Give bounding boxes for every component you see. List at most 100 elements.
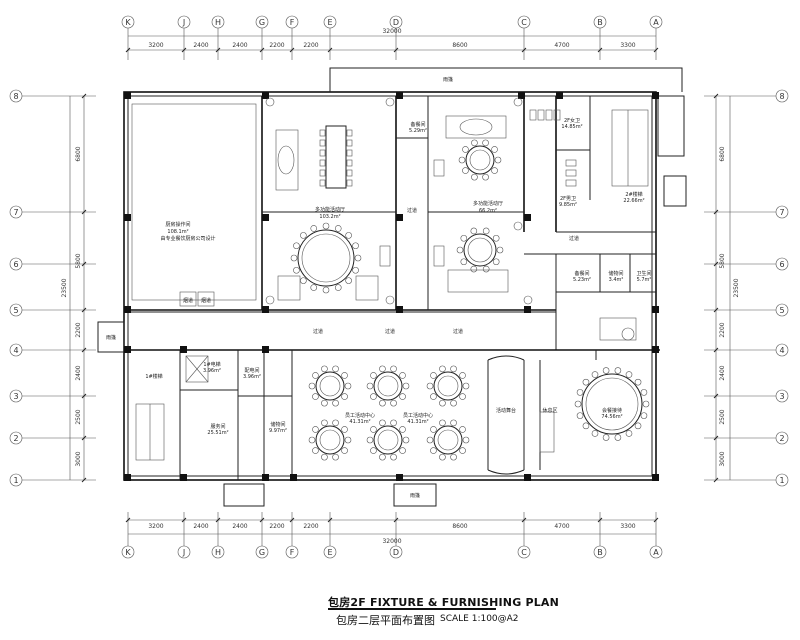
chair	[319, 159, 326, 167]
chair	[450, 399, 457, 407]
service-name: 服务间	[210, 423, 225, 430]
dim-total: 23500	[733, 278, 740, 297]
corridor-v-label: 过道	[407, 207, 417, 214]
chair	[471, 139, 478, 147]
reception-desk	[599, 317, 637, 341]
furniture	[265, 97, 650, 461]
chair	[341, 447, 348, 454]
chair	[462, 436, 470, 444]
dim-text: 2200	[269, 523, 284, 530]
dim-tick	[713, 307, 719, 313]
dim-tick	[327, 517, 333, 523]
lounge-name: 休息区	[542, 407, 557, 414]
chair	[582, 422, 590, 430]
column	[556, 92, 563, 99]
prep1-name: 备餐间	[410, 121, 425, 128]
table-inner	[469, 149, 491, 171]
plan-scale: SCALE 1:100@A2	[440, 614, 519, 624]
chair	[352, 242, 359, 250]
dim-tick	[81, 347, 87, 353]
chair	[642, 400, 650, 408]
chair	[319, 179, 326, 187]
chair	[290, 254, 298, 262]
chair	[341, 372, 348, 379]
dim-text: 4700	[554, 523, 569, 530]
chair	[614, 367, 622, 374]
column	[524, 214, 531, 221]
grid-label-B: B	[597, 18, 603, 27]
column	[262, 306, 269, 313]
column	[396, 474, 403, 481]
round-table	[433, 425, 463, 455]
dim-text: 6800	[75, 146, 82, 161]
dim-total: 32000	[382, 28, 401, 35]
dim-tick	[125, 517, 131, 523]
prep2-area: 5.23m²	[573, 277, 591, 283]
grid-label-8: 8	[779, 92, 784, 101]
dim-text: 3200	[148, 42, 163, 49]
dim-text: 5800	[719, 253, 726, 268]
plan-title-cn: 包房二层平面布置图	[336, 614, 435, 627]
table-inner	[377, 375, 399, 397]
toilet-stall	[565, 159, 577, 167]
round-table	[315, 425, 345, 455]
toilet-stall	[537, 109, 545, 121]
chair	[346, 179, 353, 187]
grid-label-2: 2	[779, 434, 784, 443]
banquet-area: 74.56m²	[601, 414, 622, 420]
chair	[379, 365, 386, 373]
grid-label-5: 5	[13, 306, 18, 315]
dim-text: 5800	[75, 253, 82, 268]
plan-title-en: 包房2F FIXTURE & FURNISHING PLAN	[328, 596, 560, 609]
staff1-name: 员工活动中心	[345, 412, 375, 419]
chair	[312, 372, 319, 379]
kitchen-name: 厨房操作间	[165, 221, 190, 228]
dim-tick	[81, 307, 87, 313]
column	[290, 474, 297, 481]
store1-area: 3.4m²	[609, 277, 624, 283]
wc-m-name: 2F男卫	[560, 196, 576, 202]
column	[518, 92, 525, 99]
chair	[450, 365, 457, 373]
elec-name: 配电间	[244, 367, 259, 374]
dim-tick	[81, 261, 87, 267]
table-inner	[467, 237, 493, 263]
hall1-name: 多功能活动厅	[315, 206, 345, 213]
cabinet	[433, 245, 445, 267]
dim-text: 3300	[620, 523, 635, 530]
chair	[430, 372, 437, 379]
dim-text: 6800	[719, 146, 726, 161]
chair	[366, 436, 374, 444]
dim-tick	[181, 47, 187, 53]
chair	[459, 393, 466, 400]
column	[652, 92, 659, 99]
dim-text: 2500	[719, 409, 726, 424]
chair	[640, 389, 648, 396]
chair	[390, 399, 397, 407]
room-labels: 厨房操作间 108.1m² 由专业餐饮厨房公司设计 烟道 烟道 多功能活动厅 1…	[106, 76, 652, 499]
grid-label-A: A	[653, 548, 659, 557]
dim-text: 2200	[719, 322, 726, 337]
chair	[352, 266, 359, 274]
table-inner	[437, 429, 459, 451]
chair	[293, 242, 300, 250]
corridor-e-label: 过道	[569, 235, 579, 242]
chair	[332, 365, 339, 373]
chair	[439, 399, 446, 407]
chair	[319, 129, 326, 137]
canopy-left-label: 雨篷	[106, 334, 116, 341]
dim-text: 2500	[75, 409, 82, 424]
grid-label-E: E	[327, 18, 332, 27]
dim-tick	[215, 517, 221, 523]
sofa-set	[275, 129, 299, 191]
chair	[591, 430, 599, 437]
coffee-table	[277, 145, 295, 175]
chair	[460, 234, 468, 242]
grid-label-J: J	[182, 548, 185, 557]
dim-tick	[81, 477, 87, 483]
grid-label-C: C	[521, 18, 527, 27]
chair	[492, 258, 500, 266]
chair	[390, 453, 397, 461]
round-table	[581, 373, 643, 435]
